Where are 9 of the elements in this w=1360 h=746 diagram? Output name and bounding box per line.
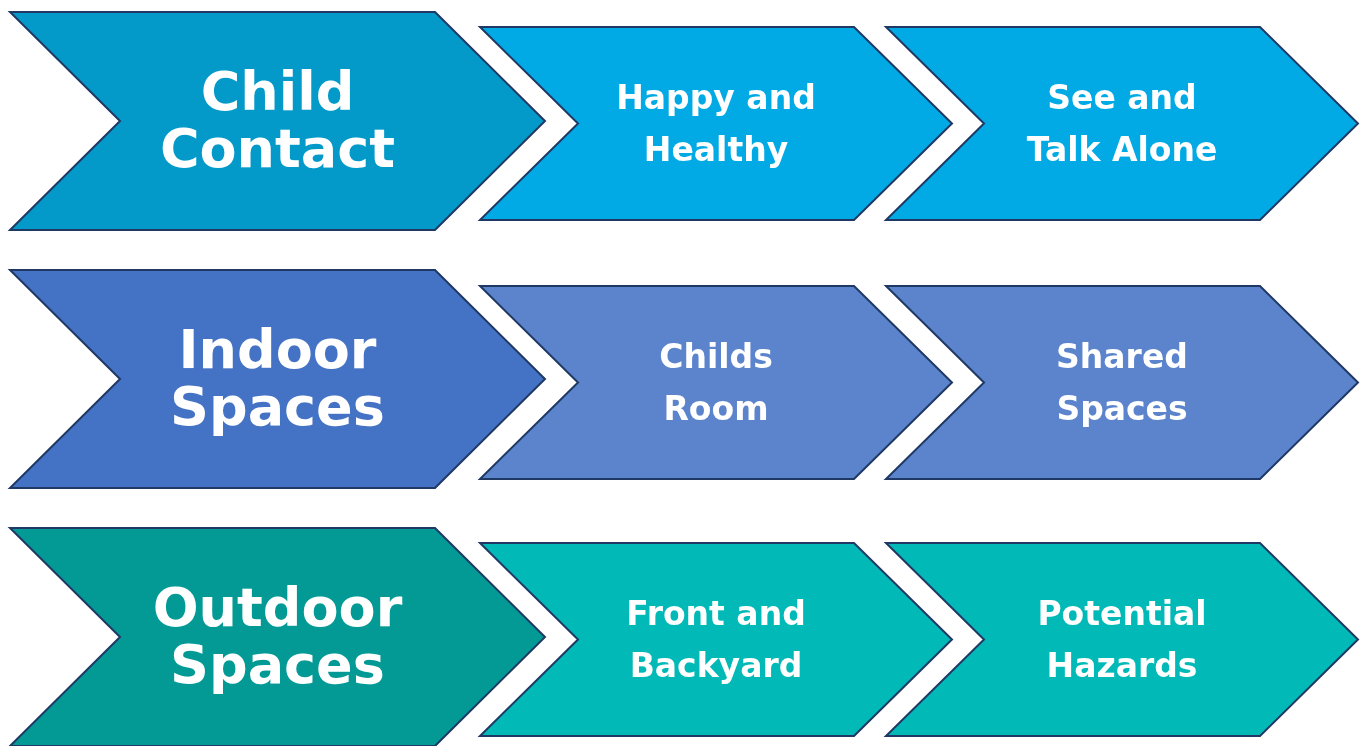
- chevron-label: Front and Backyard: [625, 593, 807, 687]
- chevron-label: See and Talk Alone: [1025, 77, 1219, 171]
- chevron-heading: Indoor Spaces: [169, 322, 386, 436]
- chevron-label: Potential Hazards: [1036, 593, 1208, 687]
- chevron-label: Childs Room: [658, 336, 774, 430]
- chevron-heading: Child Contact: [158, 64, 397, 178]
- chevron-label: Shared Spaces: [1055, 336, 1189, 430]
- chevron-heading: Outdoor Spaces: [151, 580, 404, 694]
- chevron-label: Happy and Healthy: [615, 77, 817, 171]
